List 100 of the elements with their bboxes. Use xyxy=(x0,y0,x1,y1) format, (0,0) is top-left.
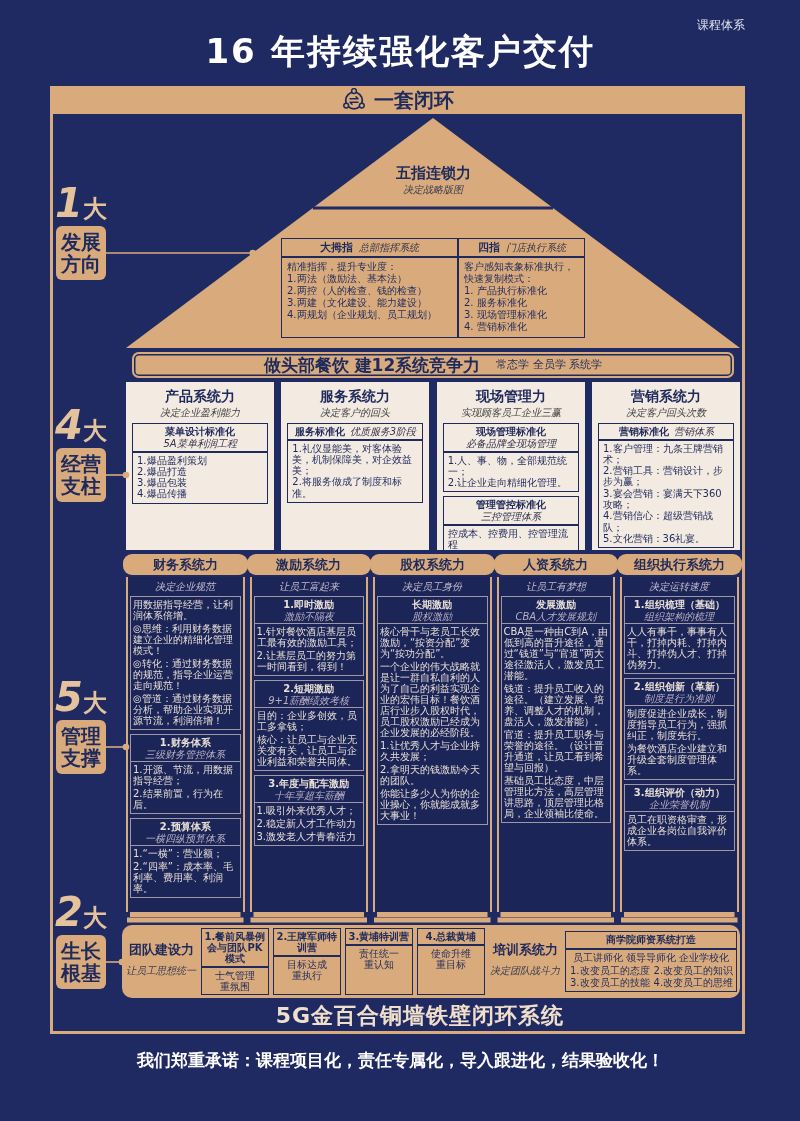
list-item: 3.爆品包装 xyxy=(137,477,188,489)
box-heading: 3.年度与配车激励 xyxy=(268,778,350,790)
box-text: 使命升维 xyxy=(431,947,471,959)
box-heading: 1.组织梳理（基础） xyxy=(633,599,725,611)
box-heading: 长期激励 xyxy=(412,599,453,611)
list-item: 2.两控（人的检查、钱的检查） xyxy=(287,284,428,297)
level-number: 4大 xyxy=(55,403,107,447)
box-heading: 1.即时激励 xyxy=(283,599,335,611)
pillar-title: 服务系统力 xyxy=(320,388,391,406)
cell-subheading: 总部指挥系统 xyxy=(359,242,419,254)
info-box xyxy=(130,734,241,814)
level-text: 生长根基 xyxy=(61,940,101,984)
standard-box xyxy=(598,423,734,549)
base-subtitle: 让员工思想统一 xyxy=(126,965,196,977)
column-title: 组织执行系统力 xyxy=(617,554,742,575)
column-title: 财务系统力 xyxy=(123,554,248,575)
outline-frame xyxy=(50,86,745,1034)
body-text: CBA是一种由C到A，由低到高的晋升途径，通过“钱道”与“官道”两大途径激活人，激发员工潜能。 xyxy=(503,626,608,681)
base-subtitle: 决定团队战斗力 xyxy=(490,965,560,977)
box-heading: 2.王牌军师特训营 xyxy=(275,930,339,955)
info-box xyxy=(624,678,735,780)
list-item: 4.爆品传播 xyxy=(137,488,188,500)
box-subheading: CBA人才发展规划 xyxy=(515,610,597,622)
list-item: 3.改变员工的技能 xyxy=(570,976,650,989)
body-text: 用数据指导经营，让利润体系倍增。 xyxy=(133,599,234,621)
box-heading: 现场管理标准化 xyxy=(475,426,546,438)
box-heading: 1.餐前风暴例会与团队PK模式 xyxy=(203,930,267,966)
pillar-subtitle: 决定企业盈利能力 xyxy=(160,406,240,419)
body-text: 2.稳定新人才工作动力 xyxy=(256,818,358,829)
page-title: 16 年持续强化客户交付 xyxy=(205,32,595,72)
training-box xyxy=(201,928,269,995)
box-subheading: 组织架构的梳理 xyxy=(644,610,715,622)
standard-box xyxy=(132,423,268,504)
box-subheading: 一横四纵预算体系 xyxy=(145,832,226,844)
box-subheading: 5A菜单利润工程 xyxy=(163,438,237,450)
system-panel xyxy=(458,238,585,338)
beam-subtitle: 常态学 全员学 系统学 xyxy=(496,358,603,372)
roof-subtitle: 决定战略版图 xyxy=(403,184,463,196)
body-text: 1.让优秀人才与企业持久共发展； xyxy=(380,740,481,762)
pillar-panel xyxy=(126,382,274,550)
cell-intro: 精准指挥，提升专业度： xyxy=(287,260,398,273)
body-text: 2.结果前置，行为在后。 xyxy=(133,788,224,810)
info-box xyxy=(624,596,735,674)
body-text: 1.吸引外来优秀人才； xyxy=(256,805,358,816)
list-item: 4. 营销标准化 xyxy=(464,320,528,333)
connector-line xyxy=(99,743,130,751)
body-text: 1.开源、节流，用数据指导经营； xyxy=(133,764,234,786)
list-item: 3. 现场管理标准化 xyxy=(464,308,548,321)
list-item: 1.客户管理：九条王牌营销术； xyxy=(603,442,724,466)
list-item: 2.让企业走向精细化管理。 xyxy=(447,477,569,489)
body-text: 2.让基层员工的努力第一时间看到，得到！ xyxy=(256,650,358,672)
level-text: 经营支柱 xyxy=(61,453,101,497)
pillar-title: 现场管理力 xyxy=(475,388,546,406)
base-title: 团队建设力 xyxy=(128,942,194,958)
column-title: 人资系统力 xyxy=(493,554,618,575)
body-text: 目的：企业多创效，员工多拿钱； xyxy=(256,710,358,732)
box-subheading: 三级财务管控体系 xyxy=(145,748,226,760)
pillar-title: 产品系统力 xyxy=(165,388,235,406)
box-text: 员工讲师化 领导导师化 企业学校化 xyxy=(572,951,730,964)
box-heading: 营销标准化 xyxy=(618,426,669,438)
list-item: 3.两建（文化建设、能力建设） xyxy=(287,296,428,309)
box-subheading: 企业荣誉机制 xyxy=(649,798,710,810)
box-heading: 1.财务体系 xyxy=(159,737,211,749)
level-text: 管理支撑 xyxy=(61,725,101,769)
box-heading: 3.黄埔特训营 xyxy=(347,930,411,944)
column-subtitle: 让员工有梦想 xyxy=(525,581,586,593)
box-heading: 管理管控标准化 xyxy=(475,499,546,512)
body-text: ◎管道：通过财务数据分析，帮助企业实现开源节流，利润倍增！ xyxy=(133,693,234,726)
box-text: 士气管理 xyxy=(215,969,255,981)
body-text: 核心骨干与老员工长效激励，“按资分配”变为“按功分配”。 xyxy=(380,626,481,659)
academy-box xyxy=(565,931,737,992)
roof-triangle xyxy=(126,118,740,348)
body-text: 1.针对餐饮酒店基层员工最有效的激励工具； xyxy=(256,626,358,648)
box-text: 重目标 xyxy=(436,958,466,970)
pillar-title: 营销系统力 xyxy=(631,388,701,406)
box-text: 目标达成 xyxy=(287,958,327,970)
box-text: 重认知 xyxy=(364,958,394,970)
list-item: 1.改变员工的态度 xyxy=(570,964,650,977)
list-item: 1.爆品盈利策划 xyxy=(137,454,208,466)
column-subtitle: 决定员工身份 xyxy=(402,581,463,593)
body-text: 你能让多少人为你的企业操心，你就能成就多大事业！ xyxy=(380,788,481,821)
pillar-panel xyxy=(281,382,430,550)
body-text: 2.拿明天的钱激励今天的团队。 xyxy=(380,764,481,786)
roof-title: 五指连锁力 xyxy=(395,164,471,182)
system-panel xyxy=(281,238,458,338)
box-subheading: 三控管理体系 xyxy=(480,511,541,524)
body-text: 1.“一横”：营业额； xyxy=(133,848,224,859)
body-text: 3.激发老人才青春活力 xyxy=(256,831,358,842)
box-subheading: 优质服务3阶段 xyxy=(349,426,416,438)
list-item: 1.两法（激励法、基本法） xyxy=(287,272,408,285)
cell-heading: 大拇指 xyxy=(320,241,353,254)
list-item: 2.改变员工的知识 xyxy=(653,964,734,977)
level-text: 发展方向 xyxy=(61,231,101,275)
info-box xyxy=(130,818,241,898)
box-subheading: 必备品牌全现场管理 xyxy=(465,438,556,450)
info-box xyxy=(253,775,364,846)
frame-title: 一套闭环 xyxy=(373,89,454,111)
base-title: 培训系统力 xyxy=(492,942,558,958)
box-heading: 商学院师资系统打造 xyxy=(606,933,696,947)
box-subheading: 制度是行为准则 xyxy=(644,692,715,704)
